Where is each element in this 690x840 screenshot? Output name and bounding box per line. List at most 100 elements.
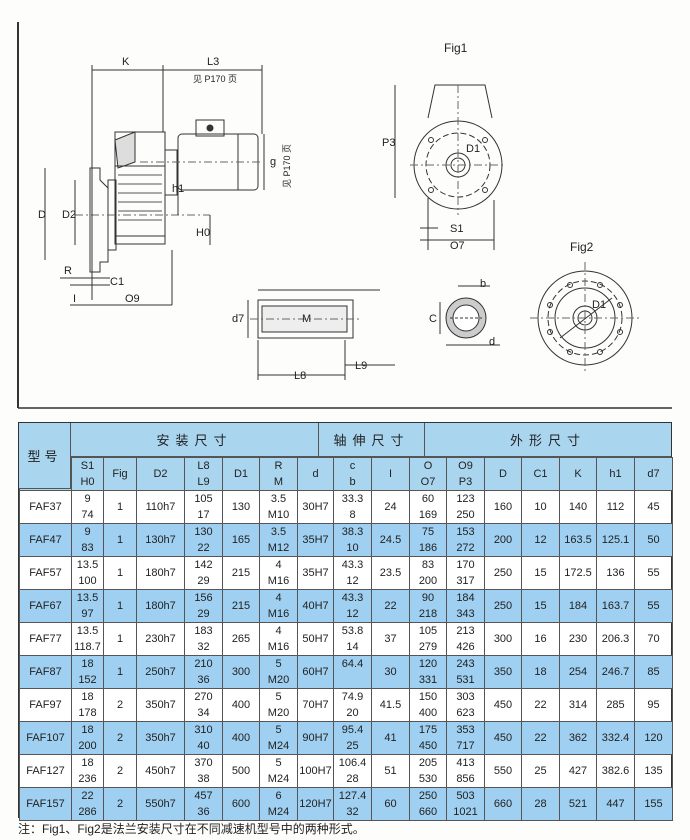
table-cell: 16 [521,622,560,656]
table-cell: 37 [371,622,410,656]
table-cell-line: 3.5 [270,493,287,505]
table-cell-line: 18 [81,658,94,670]
table-cell-line: 74.9 [341,691,364,703]
column-header: d7 [634,457,673,491]
table-cell-line: 243 [456,658,475,670]
table-cell: 60 [371,787,410,821]
label-O9: O9 [125,293,140,305]
table-cell: 60H7 [297,655,334,689]
table-cell: 1 [103,622,137,656]
table-cell: 450 [484,688,522,722]
table-cell-line: 34 [197,707,210,719]
table-cell-line: 74 [81,509,94,521]
label-D1-fig2: D1 [592,299,606,311]
table-cell-line: 156 [194,592,213,604]
table-cell-line: 142 [194,559,213,571]
column-header-line: D [499,468,507,480]
table-cell: 2 [103,721,137,755]
column-header: d [297,457,334,491]
table-cell: 112 [596,490,635,524]
table-cell-line: 4 [275,625,282,637]
table-cell-line: 5 [275,724,282,736]
table-cell-line: 118.7 [74,641,101,653]
column-header-line: R [274,460,283,472]
table-cell: 250h7 [136,655,185,689]
table-cell-line: 660 [418,806,438,818]
table-cell: 350h7 [136,721,185,755]
table-cell-line: 95.4 [341,724,364,736]
column-header-line: O7 [420,476,436,488]
table-cell: 10 [521,490,560,524]
column-header-line: d7 [647,468,660,480]
table-cell: 1 [103,589,137,623]
column-header: D2 [136,457,185,491]
table-cell: 22 [521,688,560,722]
table-cell: 350 [484,655,522,689]
table-cell: 500 [222,754,260,788]
column-header-line: S1 [80,460,95,472]
table-cell-line: 12 [346,575,359,587]
table-cell: 12 [521,523,560,557]
table-cell-line: 38 [197,773,210,785]
table-cell-line: 200 [78,740,97,752]
table-cell: 100H7 [297,754,334,788]
model-cell: FAF127 [19,754,72,788]
table-cell-line: 210 [194,658,213,670]
table-cell-line: 100 [78,575,97,587]
table-cell-line: 18 [81,691,94,703]
column-header-line: K [574,468,582,480]
table-cell: 230 [559,622,597,656]
table-cell: 215 [222,589,260,623]
table-cell: 314 [559,688,597,722]
table-cell-line: 286 [78,806,97,818]
table-cell: 521 [559,787,597,821]
table-cell-line: 205 [418,757,438,769]
table-cell-line: 5 [275,757,282,769]
model-cell: FAF87 [19,655,72,689]
label-C: C [429,313,437,325]
table-cell-line: 5 [275,658,282,670]
table-cell-line: 450 [418,740,438,752]
label-C1: C1 [110,276,124,288]
table-cell-line: 32 [346,806,359,818]
table-cell-line: 25 [346,740,359,752]
table-cell: 450 [484,721,522,755]
fig1-title: Fig1 [444,41,468,55]
table-cell-line: 53.8 [341,625,364,637]
table-cell: 140 [559,490,597,524]
table-cell: 85 [634,655,673,689]
model-cell: FAF37 [19,490,72,524]
table-cell-line: 178 [78,707,97,719]
table-cell-line: 127.4 [338,790,367,802]
table-cell-line: 184 [456,592,475,604]
table-cell-line: 426 [456,641,475,653]
table-cell: 24 [371,490,410,524]
table-cell: 30 [371,655,410,689]
table-cell-line: 90 [421,592,435,604]
table-cell: 110h7 [136,490,185,524]
table-cell: 130h7 [136,523,185,557]
fig2-title: Fig2 [570,240,594,254]
shaft-section [439,285,500,346]
label-D1: D1 [466,143,480,155]
table-cell-line: 5 [275,691,282,703]
table-cell: 90H7 [297,721,334,755]
